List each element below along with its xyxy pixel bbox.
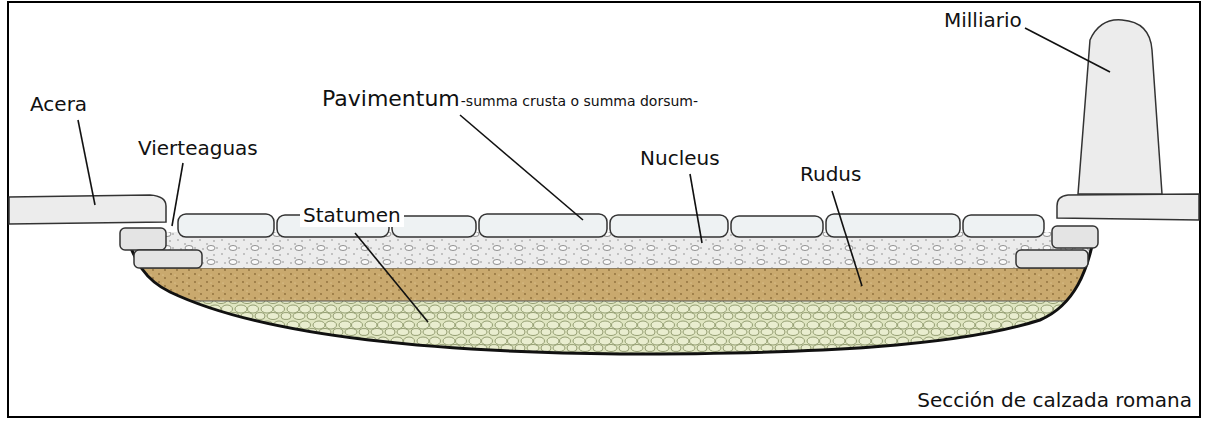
drain-label: Vierteaguas xyxy=(138,136,258,160)
pavement-note: -summa crusta o summa dorsum- xyxy=(461,93,698,110)
pavement-label: Pavimentum xyxy=(322,86,460,112)
leader-lines xyxy=(78,28,1110,322)
sidewalk-label: Acera xyxy=(30,92,87,116)
rudus-label: Rudus xyxy=(800,162,861,186)
caption: Sección de calzada romana xyxy=(917,388,1192,412)
milestone-label: Milliario xyxy=(944,8,1022,32)
nucleus-label: Nucleus xyxy=(640,146,720,170)
statumen-label: Statumen xyxy=(300,203,404,227)
